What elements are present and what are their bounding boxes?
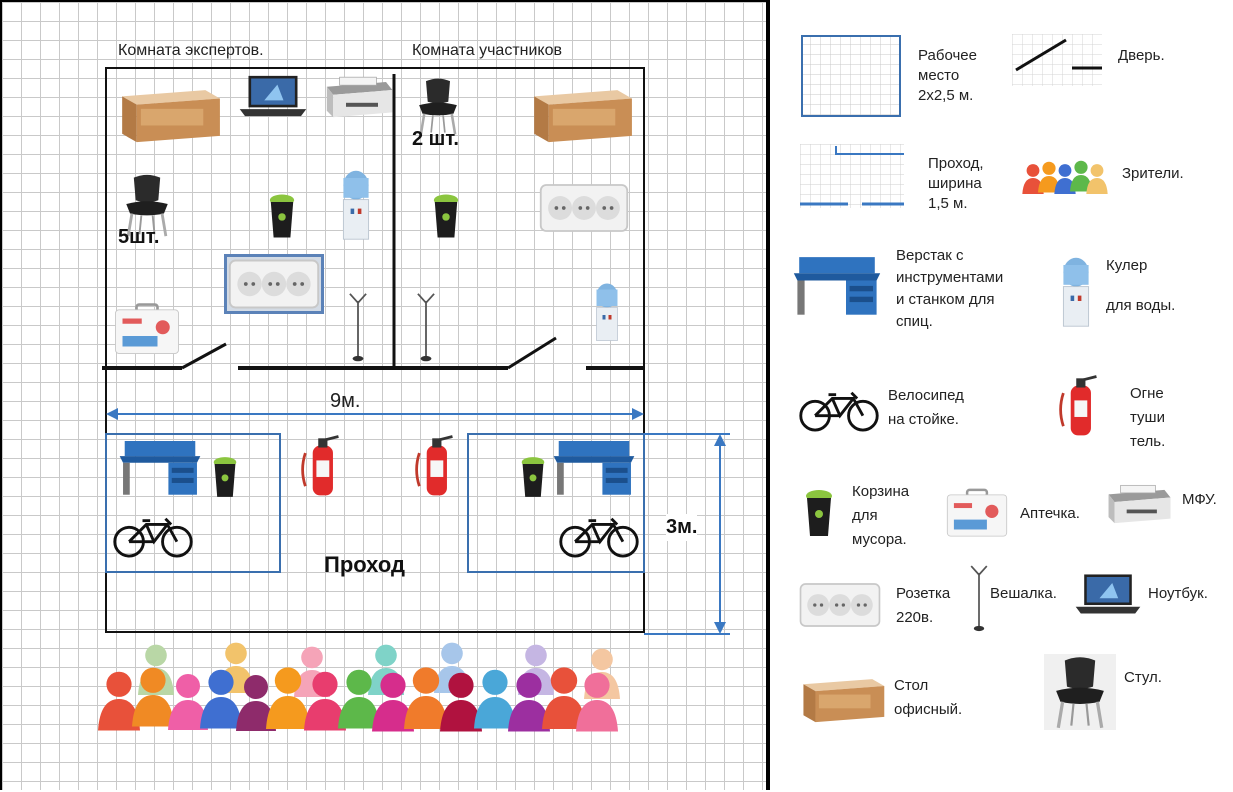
desk-icon — [118, 80, 222, 146]
bicycle-icon — [110, 510, 196, 560]
workbench-icon — [552, 436, 636, 498]
legend-workplace-line-3: 2х2,5 м. — [918, 87, 974, 104]
workplace-legend-icon — [801, 35, 901, 117]
legend-desk-line-1: Стол — [894, 677, 929, 694]
water-cooler-icon — [592, 270, 622, 354]
legend-aisle-line-1: Проход, — [928, 155, 984, 172]
legend-workbench-line-2: инструментами — [896, 269, 1004, 286]
room-experts-label: Комната экспертов. — [118, 42, 264, 59]
outer-wall — [105, 67, 645, 633]
bicycle-icon — [556, 510, 642, 560]
door-legend-icon — [1012, 34, 1102, 86]
legend-bicycle-line-1: Велосипед — [888, 387, 964, 404]
spectators-crowd — [98, 642, 620, 732]
trash-bin-legend-icon — [804, 482, 834, 544]
legend-extinguisher-line-1: Огне — [1130, 385, 1164, 402]
width-label: 9м. — [330, 390, 361, 412]
first-aid-kit-icon — [112, 302, 182, 356]
chair-count-experts: 5шт. — [118, 226, 160, 248]
laptop-legend-icon — [1074, 572, 1142, 616]
legend-trash-line-3: мусора. — [852, 531, 907, 548]
mfp-icon — [322, 72, 394, 124]
legend-door: Дверь. — [1118, 47, 1165, 64]
legend-workbench-line-4: спиц. — [896, 313, 933, 330]
legend-aisle-line-3: 1,5 м. — [928, 195, 968, 212]
legend-mfp: МФУ. — [1182, 491, 1217, 508]
legend-bicycle-line-2: на стойке. — [888, 411, 959, 428]
laptop-icon — [238, 72, 308, 120]
legend-chair: Стул. — [1124, 669, 1162, 686]
legend-trash-line-2: для — [852, 507, 878, 524]
socket-icon — [538, 182, 630, 234]
legend-workbench-line-3: и станком для — [896, 291, 995, 308]
depth-label: 3м. — [666, 514, 698, 541]
legend-socket-line-2: 220в. — [896, 609, 934, 626]
room-participants-label: Комната участников — [412, 42, 563, 59]
workplace-right — [467, 433, 645, 573]
workbench-legend-icon — [792, 250, 882, 320]
trash-bin-icon — [432, 192, 460, 240]
coat-hanger-legend-icon — [966, 564, 992, 634]
workbench-icon — [118, 436, 202, 498]
walls — [102, 67, 730, 635]
legend-desk-line-2: офисный. — [894, 701, 963, 718]
floor-plan: Комната экспертов. Комната участников 5ш… — [0, 0, 768, 790]
door-experts — [181, 342, 227, 370]
desk-legend-icon — [800, 670, 886, 726]
coat-hanger-icon — [412, 292, 440, 364]
socket-icon — [224, 254, 324, 314]
legend-extinguisher-line-3: тель. — [1130, 433, 1166, 450]
aisle-label: Проход — [324, 552, 405, 577]
trash-bin-icon — [268, 192, 296, 240]
legend-cooler-line-1: Кулер — [1106, 257, 1148, 274]
legend-laptop: Ноутбук. — [1148, 585, 1208, 602]
mfp-legend-icon — [1104, 478, 1172, 532]
coat-hanger-icon — [344, 292, 372, 364]
spectators-legend-icon — [1022, 160, 1108, 194]
legend-socket-line-1: Розетка — [896, 585, 951, 602]
legend-cooler-line-2: для воды. — [1106, 297, 1176, 314]
water-cooler-legend-icon — [1058, 250, 1094, 334]
legend-extinguisher-line-2: туши — [1130, 409, 1165, 426]
legend-trash-line-1: Корзина — [852, 483, 910, 500]
trash-bin-icon — [520, 454, 546, 500]
desk-icon — [530, 80, 634, 146]
fire-extinguisher-icon — [298, 432, 344, 498]
water-cooler-icon — [338, 162, 374, 248]
aisle-legend-icon — [800, 144, 904, 208]
first-aid-kit-legend-icon — [944, 488, 1010, 538]
bicycle-legend-icon — [796, 384, 882, 434]
legend-workplace-line-1: Рабочее — [918, 47, 977, 64]
fire-extinguisher-legend-icon — [1056, 372, 1102, 438]
socket-legend-icon — [798, 580, 882, 630]
legend-aisle-line-2: ширина — [928, 175, 982, 192]
panel-divider — [766, 0, 770, 790]
trash-bin-icon — [212, 454, 238, 500]
door-participants — [507, 336, 557, 370]
chair-count-participants: 2 шт. — [412, 128, 459, 150]
legend-spectators: Зрители. — [1122, 165, 1184, 182]
legend-hanger: Вешалка. — [990, 585, 1057, 602]
workplace-left — [105, 433, 281, 573]
fire-extinguisher-icon — [412, 432, 458, 498]
legend-workbench-line-1: Верстак с — [896, 247, 964, 264]
chair-legend-icon — [1044, 654, 1116, 730]
legend-workplace-line-2: место — [918, 67, 960, 84]
legend-first-aid: Аптечка. — [1020, 505, 1080, 522]
